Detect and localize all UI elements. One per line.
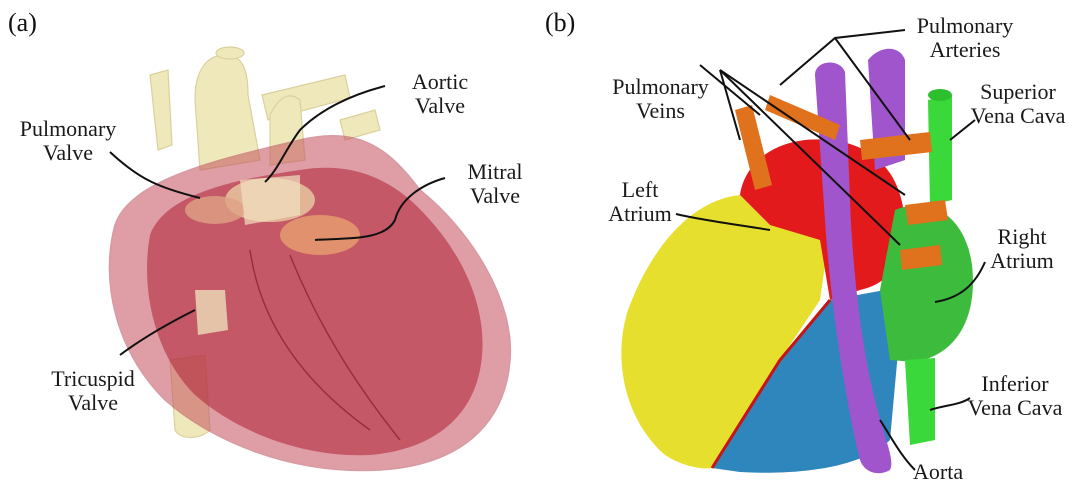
label-aortic-line1: Aortic	[395, 70, 485, 94]
pulm-vein-1	[735, 105, 772, 190]
label-tricuspid-line1: Tricuspid	[38, 367, 148, 391]
label-superior-vena-cava: Superior Vena Cava	[958, 80, 1078, 128]
label-aortic-line2: Valve	[395, 94, 485, 118]
label-right-atrium: Right Atrium	[982, 225, 1062, 273]
label-pv-line2: Veins	[598, 99, 723, 123]
label-la-line2: Atrium	[604, 202, 676, 226]
label-mitral-line2: Valve	[450, 184, 540, 208]
label-aorta: Aorta	[913, 460, 963, 484]
ivc-b	[905, 358, 935, 445]
label-svc-line1: Superior	[958, 80, 1078, 104]
label-la-line1: Left	[604, 178, 676, 202]
label-tricuspid-valve: Tricuspid Valve	[38, 367, 148, 415]
label-aortic-valve: Aortic Valve	[395, 70, 485, 118]
label-ra-line2: Atrium	[982, 249, 1062, 273]
pulm-artery-right	[860, 132, 932, 160]
label-pulmonary-line1: Pulmonary	[8, 117, 128, 141]
label-mitral-line1: Mitral	[450, 160, 540, 184]
label-svc-line2: Vena Cava	[958, 104, 1078, 128]
label-ra-line1: Right	[982, 225, 1062, 249]
svc-top	[928, 89, 952, 101]
panel-b-tag: (b)	[545, 8, 575, 38]
label-pv-line1: Pulmonary	[598, 75, 723, 99]
label-ivc-line1: Inferior	[955, 372, 1075, 396]
label-left-atrium: Left Atrium	[604, 178, 676, 226]
right-atrium-region	[880, 205, 973, 362]
panel-a-tag: (a)	[8, 8, 37, 38]
label-tricuspid-line2: Valve	[38, 391, 148, 415]
label-pulmonary-arteries: Pulmonary Arteries	[905, 14, 1025, 62]
label-ivc-line2: Vena Cava	[955, 396, 1075, 420]
label-pa-line1: Pulmonary	[905, 14, 1025, 38]
label-pulmonary-valve: Pulmonary Valve	[8, 117, 128, 165]
label-mitral-valve: Mitral Valve	[450, 160, 540, 208]
label-pulmonary-line2: Valve	[8, 141, 128, 165]
label-pa-line2: Arteries	[905, 38, 1025, 62]
label-inferior-vena-cava: Inferior Vena Cava	[955, 372, 1075, 420]
label-pulmonary-veins: Pulmonary Veins	[598, 75, 723, 123]
